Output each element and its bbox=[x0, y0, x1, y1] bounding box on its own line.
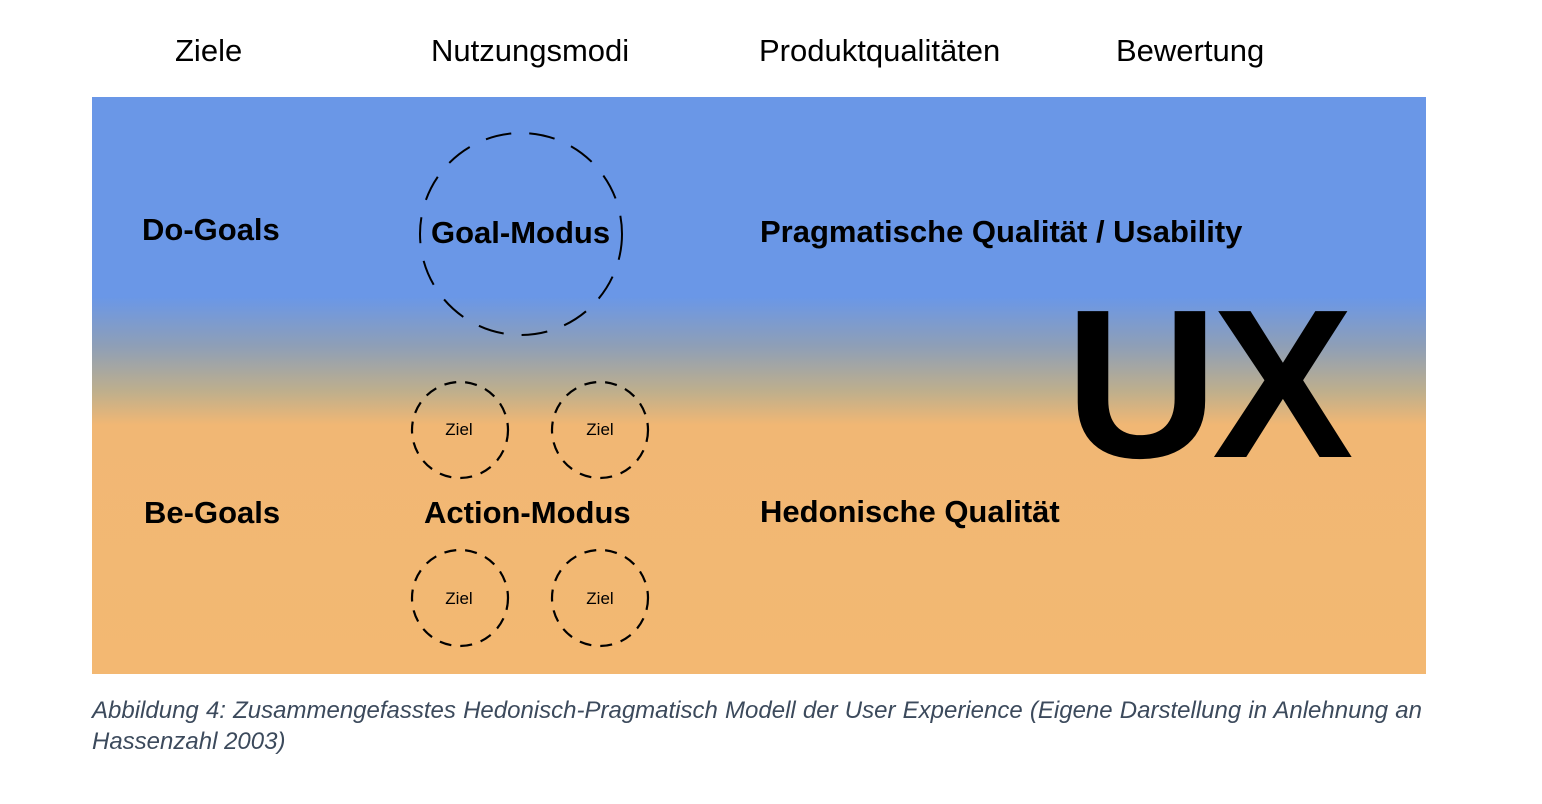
action-mode-label: Action-Modus bbox=[424, 495, 631, 530]
column-header-ziele: Ziele bbox=[175, 33, 243, 68]
ziel-label: Ziel bbox=[586, 420, 614, 439]
column-header-produktqualitaeten: Produktqualitäten bbox=[759, 33, 1001, 68]
goal-mode-label: Goal-Modus bbox=[431, 215, 611, 250]
ziel-label: Ziel bbox=[586, 589, 614, 608]
ux-evaluation-label: UX bbox=[1065, 265, 1354, 502]
goal-mode-dashed-circle bbox=[419, 132, 623, 336]
column-header-bewertung: Bewertung bbox=[1116, 33, 1265, 68]
ziel-label: Ziel bbox=[445, 589, 473, 608]
do-goals-label: Do-Goals bbox=[142, 212, 280, 247]
ziel-dashed-circle bbox=[550, 380, 650, 480]
hedonic-quality-label: Hedonische Qualität bbox=[760, 494, 1060, 529]
model-gradient-panel bbox=[92, 97, 1426, 674]
be-goals-label: Be-Goals bbox=[144, 495, 281, 530]
ziel-dashed-circle bbox=[550, 548, 650, 648]
pragmatic-quality-label: Pragmatische Qualität / Usability bbox=[760, 214, 1243, 249]
ziel-dashed-circle bbox=[410, 380, 510, 480]
ziel-label: Ziel bbox=[445, 420, 473, 439]
ziel-dashed-circle bbox=[410, 548, 510, 648]
column-header-nutzungsmodi: Nutzungsmodi bbox=[431, 33, 630, 68]
figure-caption: Abbildung 4: Zusammengefasstes Hedonisch… bbox=[92, 697, 1422, 755]
